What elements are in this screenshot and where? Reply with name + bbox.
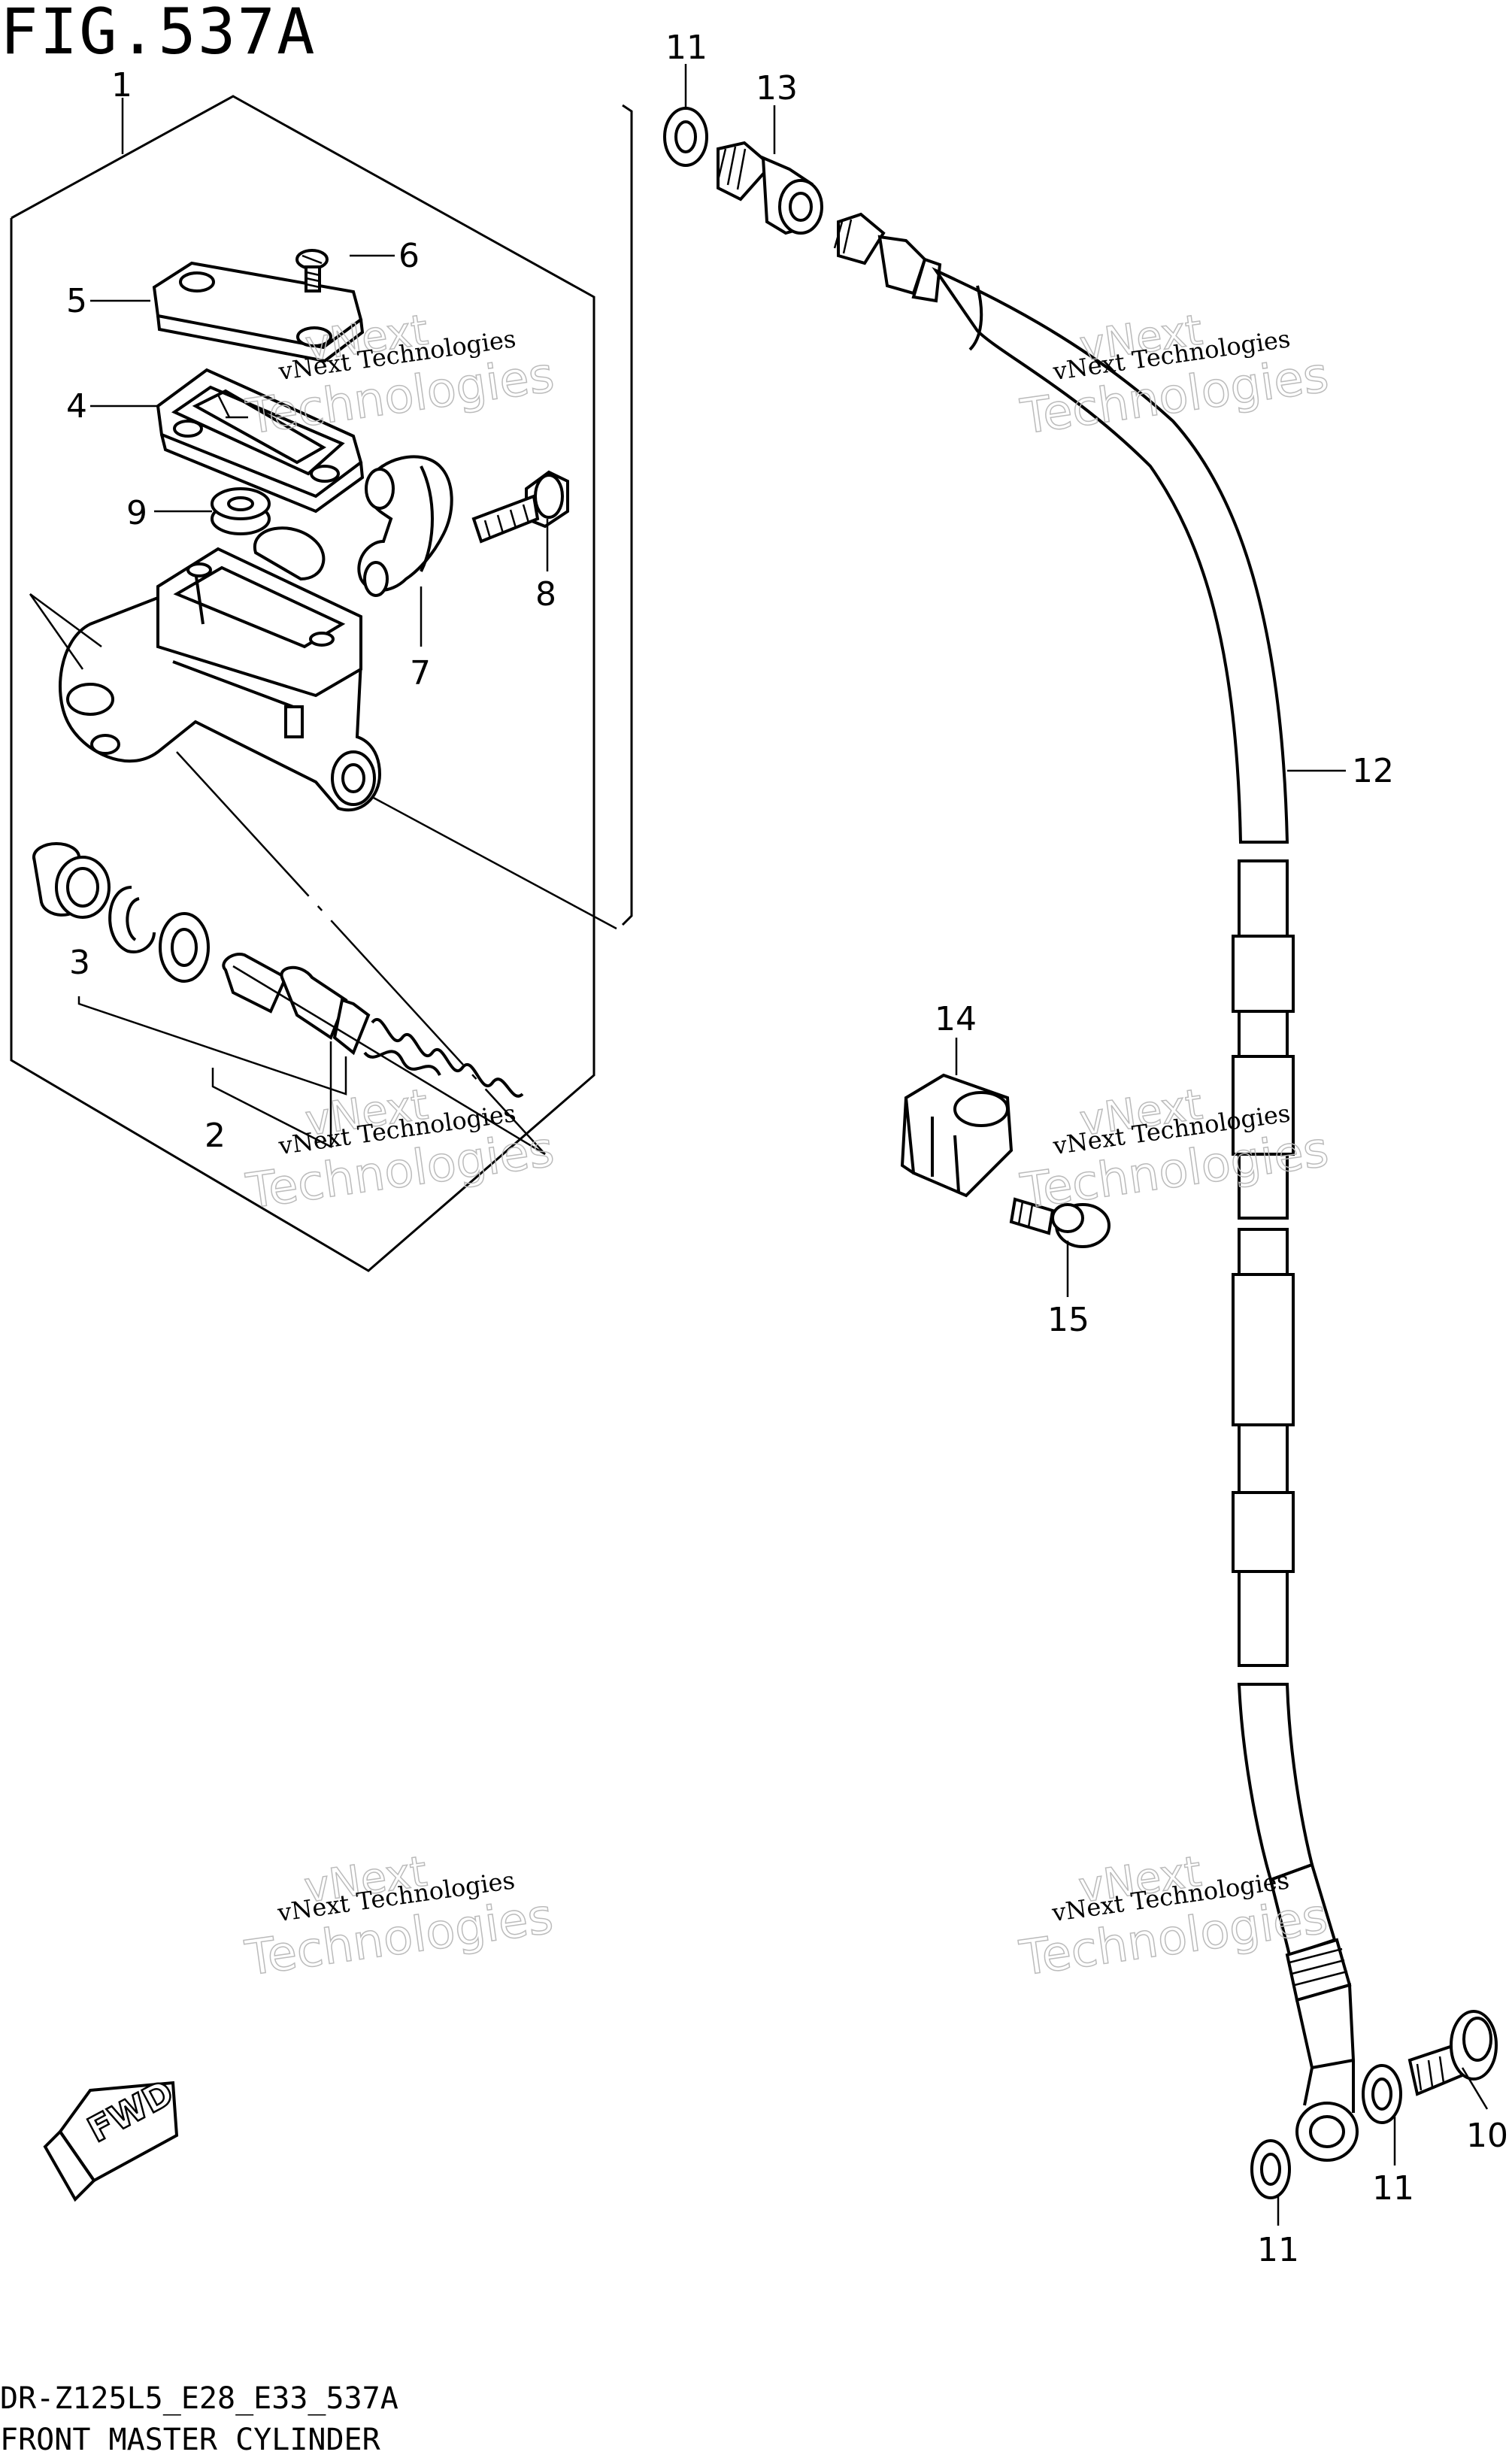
diaphragm	[156, 368, 365, 514]
brake-hose	[932, 267, 1359, 2162]
callout-11-right: 11	[1372, 2169, 1414, 2208]
callout-5: 5	[66, 282, 87, 320]
reservoir-grommet	[211, 487, 271, 535]
figure-title: FIG.537A	[0, 0, 317, 68]
callout-numbers: 1 5 6 4 9 8 7 3 2 11 13 12 14 15 10 11 1…	[66, 29, 1508, 2269]
model-code: DR-Z125L5_E28_E33_537A	[0, 2381, 398, 2416]
sealing-washer-lower-left	[1250, 2139, 1291, 2199]
fwd-direction-badge: FWD	[43, 2071, 181, 2202]
clamp-bolt	[471, 470, 569, 544]
callout-8: 8	[535, 575, 556, 614]
callout-4: 4	[66, 387, 87, 426]
piston-group-guide-lines	[176, 751, 617, 1156]
callout-9: 9	[126, 494, 147, 532]
watermark-top-right: vNext Technologies vNext Technologies	[1017, 305, 1332, 446]
callout-1: 1	[111, 66, 132, 105]
callout-10: 10	[1466, 2117, 1508, 2155]
callout-7: 7	[410, 654, 431, 693]
callout-2: 2	[205, 1117, 226, 1155]
callout-13: 13	[756, 69, 798, 108]
figure-caption: FRONT MASTER CYLINDER	[0, 2423, 380, 2457]
callout-6: 6	[398, 237, 420, 275]
piston-and-spring	[222, 953, 524, 1098]
lever-pivot-lines	[29, 593, 102, 670]
cap-screw	[295, 249, 329, 292]
callout-15: 15	[1047, 1301, 1089, 1339]
callout-12: 12	[1352, 752, 1394, 790]
leader-lines	[77, 64, 1489, 2226]
top-hose-fitting	[663, 107, 942, 303]
callout-11-top: 11	[665, 29, 708, 67]
master-cylinder-assembly-outline	[10, 95, 595, 1272]
assembly-divider	[621, 104, 633, 926]
callout-3: 3	[69, 944, 90, 982]
handlebar-clamp	[357, 455, 453, 597]
sealing-washer-lower-right	[1362, 2064, 1402, 2124]
master-cylinder-body	[59, 526, 382, 812]
circlip	[108, 886, 156, 953]
piston-washer	[159, 912, 210, 983]
watermark-bottom-left: vNext Technologies vNext Technologies	[241, 1847, 557, 1987]
callout-11-bottom: 11	[1257, 2231, 1299, 2269]
callout-14: 14	[935, 1000, 977, 1038]
hose-clamp	[900, 1073, 1014, 1198]
piston-boot	[32, 842, 111, 919]
banjo-bolt	[1407, 2010, 1498, 2096]
hose-clamp-bolt	[1009, 1197, 1111, 1248]
